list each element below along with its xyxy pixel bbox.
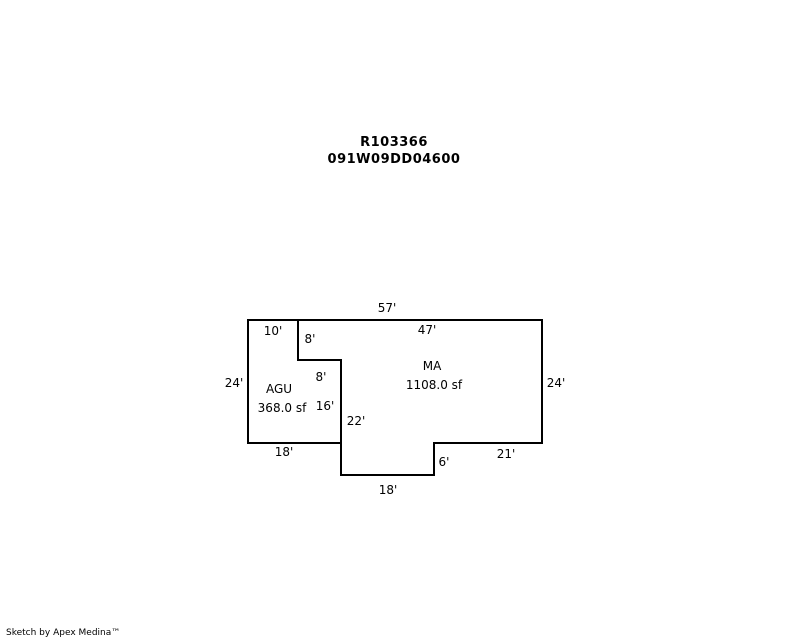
ma-label: MA — [423, 359, 442, 373]
dim-left-side: 24' — [225, 376, 244, 390]
agu-label: AGU — [266, 382, 292, 396]
dim-ma-bottom-lower: 18' — [379, 483, 398, 497]
ma-size: 1108.0 sf — [406, 378, 463, 392]
agu-ma-division — [297, 320, 342, 443]
map-number: 091W09DD04600 — [327, 152, 461, 167]
dim-ma-top: 47' — [418, 323, 437, 337]
dim-agu-top: 10' — [264, 324, 283, 338]
dim-right-side: 24' — [547, 376, 566, 390]
parcel-id: R103366 — [360, 135, 428, 150]
sketch-credit: Sketch by Apex Medina™ — [6, 628, 121, 638]
dim-agu-right-lower: 16' — [316, 399, 335, 413]
dim-top-overall: 57' — [378, 301, 397, 315]
dim-agu-bottom: 18' — [275, 445, 294, 459]
dim-notch-vertical: 8' — [305, 332, 316, 346]
dim-ma-bottom-step: 6' — [439, 455, 450, 469]
dim-ma-bottom-right: 21' — [497, 447, 516, 461]
building-outline — [247, 319, 543, 476]
dim-ma-left-lower: 22' — [347, 414, 366, 428]
dim-notch-horizontal: 8' — [316, 370, 327, 384]
agu-size: 368.0 sf — [258, 401, 307, 415]
